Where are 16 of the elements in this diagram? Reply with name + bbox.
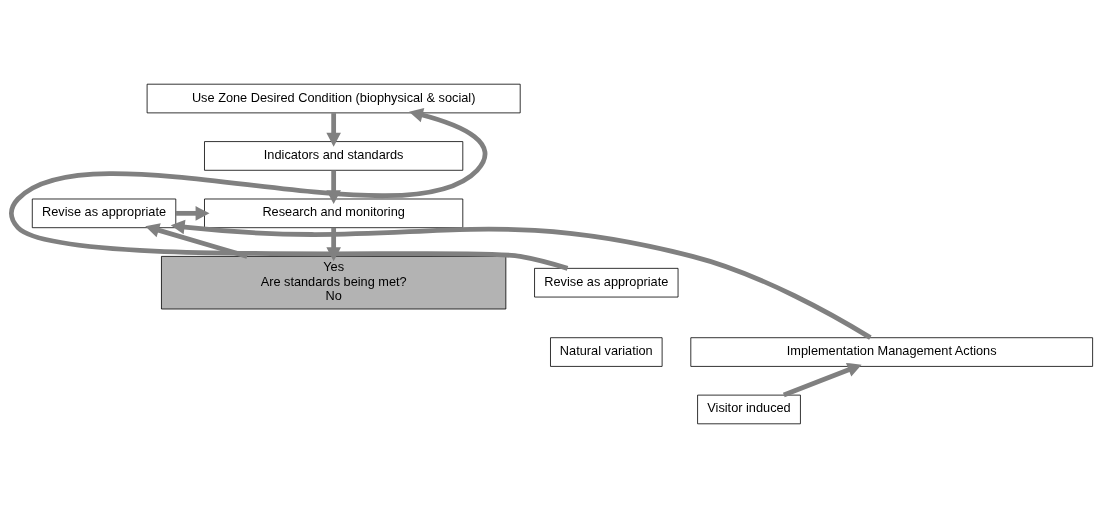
node-box: Revise as appropriate [31,198,177,228]
node-box: Revise as appropriate [534,267,679,297]
node-box: Visitor induced [697,394,801,424]
arrow [145,222,248,259]
node-box: Yes Are standards being met? No [161,255,507,309]
node-box: Indicators and standards [204,140,464,171]
arrow [176,205,210,221]
node-box: Use Zone Desired Condition (biophysical & social) [146,83,521,113]
node-box: Natural variation [550,336,663,367]
node-box: Implementation Management Actions [690,336,1093,367]
node-box: Research and monitoring [204,198,464,228]
arrow [782,362,862,397]
arrow [9,107,569,271]
arrow [326,227,341,261]
arrow [170,219,872,340]
arrow [326,112,341,147]
